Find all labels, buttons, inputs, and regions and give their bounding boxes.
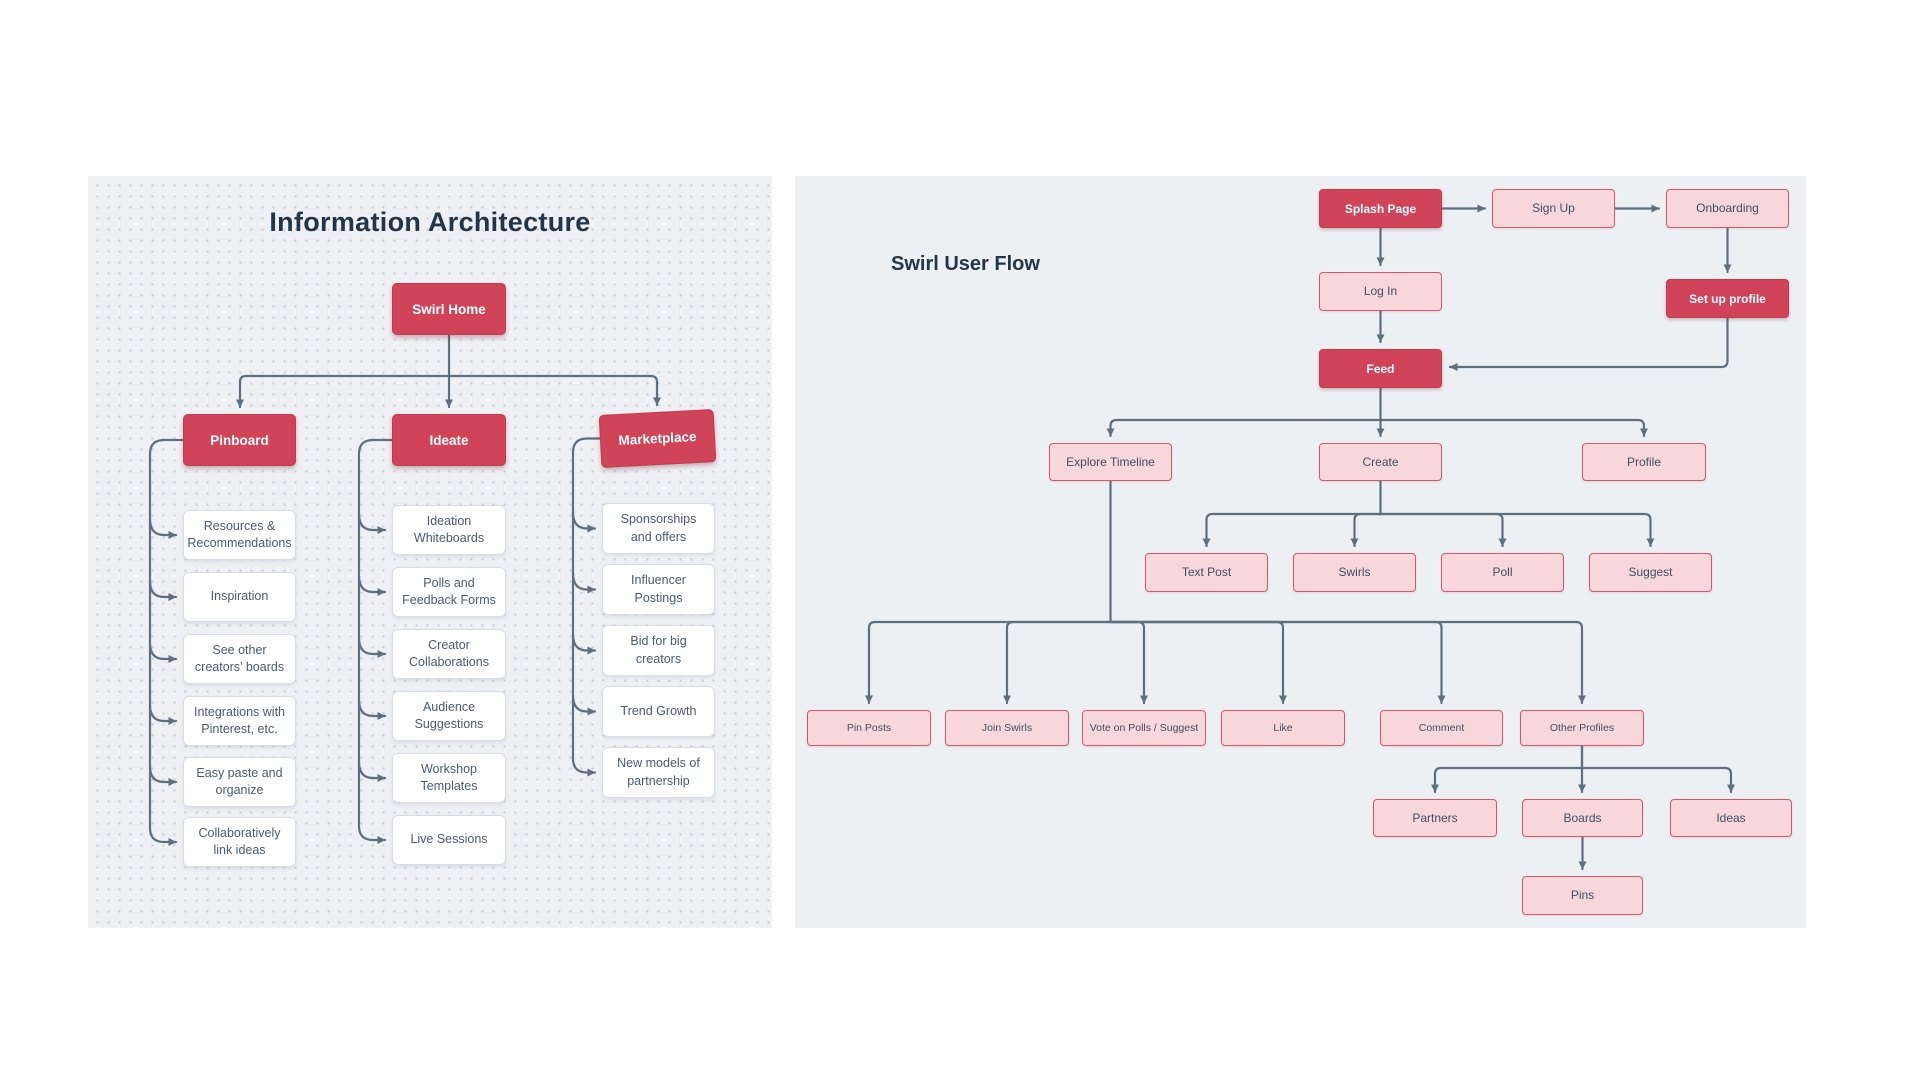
node-pins[interactable]: Pins — [1522, 876, 1643, 915]
node-create[interactable]: Create — [1319, 443, 1442, 481]
node-audience-suggestions[interactable]: Audience Suggestions — [392, 691, 506, 741]
node-like[interactable]: Like — [1221, 710, 1345, 746]
node-see-other-creators-boards[interactable]: See other creators’ boards — [183, 634, 296, 684]
node-profile[interactable]: Profile — [1582, 443, 1706, 481]
node-live-sessions[interactable]: Live Sessions — [392, 815, 506, 865]
node-creator-collaborations[interactable]: Creator Collaborations — [392, 629, 506, 679]
node-vote-on-polls-suggest[interactable]: Vote on Polls / Suggest — [1082, 710, 1206, 746]
node-poll[interactable]: Poll — [1441, 553, 1564, 592]
node-sponsorships-and-offers[interactable]: Sponsorships and offers — [602, 503, 715, 554]
node-ideas[interactable]: Ideas — [1670, 799, 1792, 837]
node-suggest[interactable]: Suggest — [1589, 553, 1712, 592]
information-architecture-title: Information Architecture — [269, 207, 591, 237]
user-flow-panel — [795, 176, 1806, 928]
node-bid-for-big-creators[interactable]: Bid for big creators — [602, 625, 715, 676]
node-new-models-of-partnership[interactable]: New models of partnership — [602, 747, 715, 798]
node-resources-recommendations[interactable]: Resources & Recommendations — [183, 510, 296, 560]
node-onboarding[interactable]: Onboarding — [1666, 189, 1789, 228]
node-workshop-templates[interactable]: Workshop Templates — [392, 753, 506, 803]
node-comment[interactable]: Comment — [1380, 710, 1503, 746]
node-join-swirls[interactable]: Join Swirls — [945, 710, 1069, 746]
node-collaboratively-link-ideas[interactable]: Collaboratively link ideas — [183, 817, 296, 867]
node-inspiration[interactable]: Inspiration — [183, 572, 296, 622]
node-feed[interactable]: Feed — [1319, 349, 1442, 388]
node-pinboard[interactable]: Pinboard — [183, 414, 296, 466]
node-swirl-home[interactable]: Swirl Home — [392, 283, 506, 335]
node-ideate[interactable]: Ideate — [392, 414, 506, 466]
node-log-in[interactable]: Log In — [1319, 272, 1442, 311]
node-influencer-postings[interactable]: Influencer Postings — [602, 564, 715, 615]
node-text-post[interactable]: Text Post — [1145, 553, 1268, 592]
node-boards[interactable]: Boards — [1522, 799, 1643, 837]
user-flow-title: Swirl User Flow — [891, 253, 1040, 275]
node-marketplace[interactable]: Marketplace — [598, 409, 717, 468]
node-swirls[interactable]: Swirls — [1293, 553, 1416, 592]
node-integrations-with-pinterest-etc[interactable]: Integrations with Pinterest, etc. — [183, 696, 296, 746]
node-partners[interactable]: Partners — [1373, 799, 1497, 837]
node-sign-up[interactable]: Sign Up — [1492, 189, 1615, 228]
node-splash-page[interactable]: Splash Page — [1319, 189, 1442, 228]
node-ideation-whiteboards[interactable]: Ideation Whiteboards — [392, 505, 506, 555]
node-set-up-profile[interactable]: Set up profile — [1666, 279, 1789, 318]
node-explore-timeline[interactable]: Explore Timeline — [1049, 443, 1172, 481]
node-polls-and-feedback-forms[interactable]: Polls and Feedback Forms — [392, 567, 506, 617]
node-trend-growth[interactable]: Trend Growth — [602, 686, 715, 737]
node-pin-posts[interactable]: Pin Posts — [807, 710, 931, 746]
node-easy-paste-and-organize[interactable]: Easy paste and organize — [183, 757, 296, 807]
node-other-profiles[interactable]: Other Profiles — [1520, 710, 1644, 746]
